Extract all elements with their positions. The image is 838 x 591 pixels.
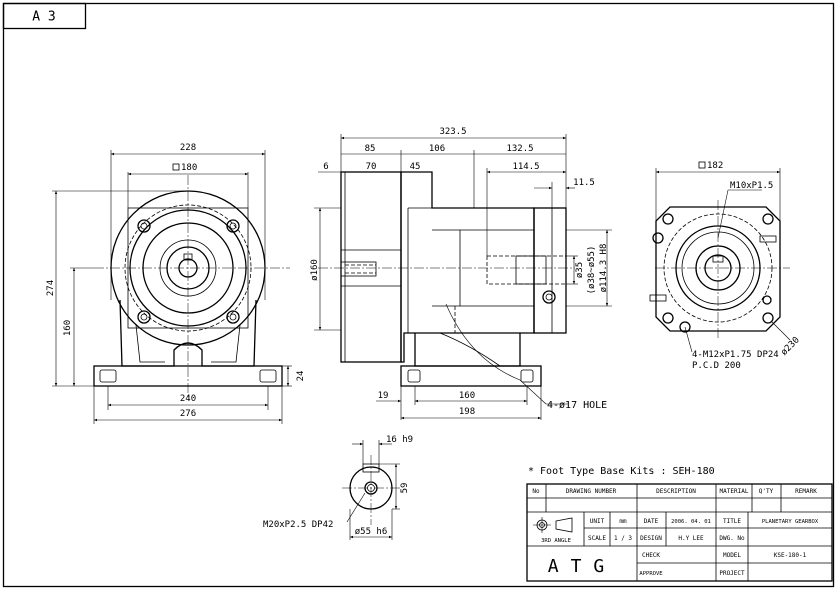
th-qty: Q'TY — [759, 488, 774, 495]
dim-198: 198 — [459, 407, 475, 417]
check-label: CHECK — [642, 552, 660, 559]
dim-182: 182 — [707, 161, 723, 171]
approve-label: APPROVE — [639, 571, 662, 577]
sheet-size-label: A 3 — [32, 10, 55, 25]
bolt-tl — [137, 219, 151, 233]
dim-dia-35: ø35 — [575, 262, 585, 278]
flange-bolt-bl — [662, 312, 674, 324]
tap-m20: M20xP2.5 DP42 — [263, 520, 333, 530]
dim-228: 228 — [180, 143, 196, 153]
dim-dia-160: ø160 — [310, 259, 320, 281]
title-label: TITLE — [723, 518, 741, 525]
dim-dia-38-55: (ø38~ø55) — [587, 246, 597, 295]
company-logo: ATG — [548, 556, 617, 577]
side-view — [318, 171, 575, 387]
dim-16h9: 16 h9 — [386, 435, 413, 445]
square-symbol-right — [698, 161, 706, 169]
th-remark: REMARK — [795, 488, 817, 495]
tap-m12: 4-M12xP1.75 DP24 — [692, 350, 779, 360]
dim-114-5: 114.5 — [512, 162, 539, 172]
dim-240: 240 — [180, 394, 196, 404]
project-label: PROJECT — [719, 570, 745, 577]
hole-note: 4-ø17 HOLE — [547, 400, 607, 411]
dim-dia-230: ø230 — [779, 335, 801, 357]
th-description: DESCRIPTION — [656, 488, 696, 495]
dim-19: 19 — [378, 391, 389, 401]
unit-value: mm — [619, 518, 627, 525]
flange-bolt-tr — [762, 213, 774, 225]
dim-45: 45 — [410, 162, 421, 172]
model-value: KSE-180-1 — [774, 552, 807, 559]
bolt-bl — [137, 310, 151, 324]
dim-85: 85 — [365, 144, 376, 154]
dim-132-5: 132.5 — [506, 144, 533, 154]
dim-55h6: ø55 h6 — [355, 527, 388, 537]
dim-160: 160 — [63, 320, 73, 336]
title-value: PLANETARY GEARBOX — [762, 519, 819, 525]
unit-label: UNIT — [590, 518, 605, 525]
side-view-dimensions: 323.5 85 106 132.5 6 70 45 114.5 11.5 ø1… — [310, 127, 612, 420]
shaft-detail: 16 h9 59 M20xP2.5 DP42 ø55 h6 — [263, 435, 413, 540]
dim-70: 70 — [366, 162, 377, 172]
title-block: No DRAWING NUMBER DESCRIPTION MATERIAL Q… — [526, 483, 833, 582]
dim-24: 24 — [296, 371, 306, 382]
design-label: DESIGN — [640, 535, 662, 542]
dim-323-5: 323.5 — [439, 127, 466, 137]
right-view — [649, 200, 790, 340]
front-view — [93, 175, 290, 400]
tap-m10: M10xP1.5 — [730, 181, 773, 191]
dim-dia-114-3: ø114.3 H8 — [599, 244, 609, 293]
kit-note: * Foot Type Base Kits : SEH-180 — [528, 466, 715, 477]
bolt-br — [226, 310, 240, 324]
flange-bolt-tl — [662, 213, 674, 225]
front-view-dimensions: 228 180 274 160 24 240 276 — [46, 143, 306, 424]
projection-label: 3RD ANGLE — [541, 538, 571, 544]
dim-base-160: 160 — [459, 391, 475, 401]
design-value: H.Y LEE — [678, 535, 704, 542]
dim-106: 106 — [429, 144, 445, 154]
square-symbol — [172, 163, 180, 171]
flange-bolt-br — [762, 312, 774, 324]
scale-label: SCALE — [588, 535, 606, 542]
th-drawing-number: DRAWING NUMBER — [566, 488, 617, 495]
dim-59: 59 — [400, 483, 410, 494]
bolt-tr — [226, 219, 240, 233]
date-value: 2006. 04. 01 — [671, 519, 711, 525]
dim-276: 276 — [180, 409, 196, 419]
th-no: No — [532, 488, 540, 495]
dim-180: 180 — [181, 163, 197, 173]
dim-274: 274 — [46, 280, 56, 296]
scale-value: 1 / 3 — [614, 535, 632, 542]
date-label: DATE — [644, 518, 659, 525]
pcd-200: P.C.D 200 — [692, 361, 741, 371]
th-material: MATERIAL — [720, 488, 749, 495]
dwg-label: DWG. No — [719, 535, 745, 542]
model-label: MODEL — [723, 552, 741, 559]
dim-11-5: 11.5 — [573, 178, 595, 188]
dim-6: 6 — [323, 162, 328, 172]
